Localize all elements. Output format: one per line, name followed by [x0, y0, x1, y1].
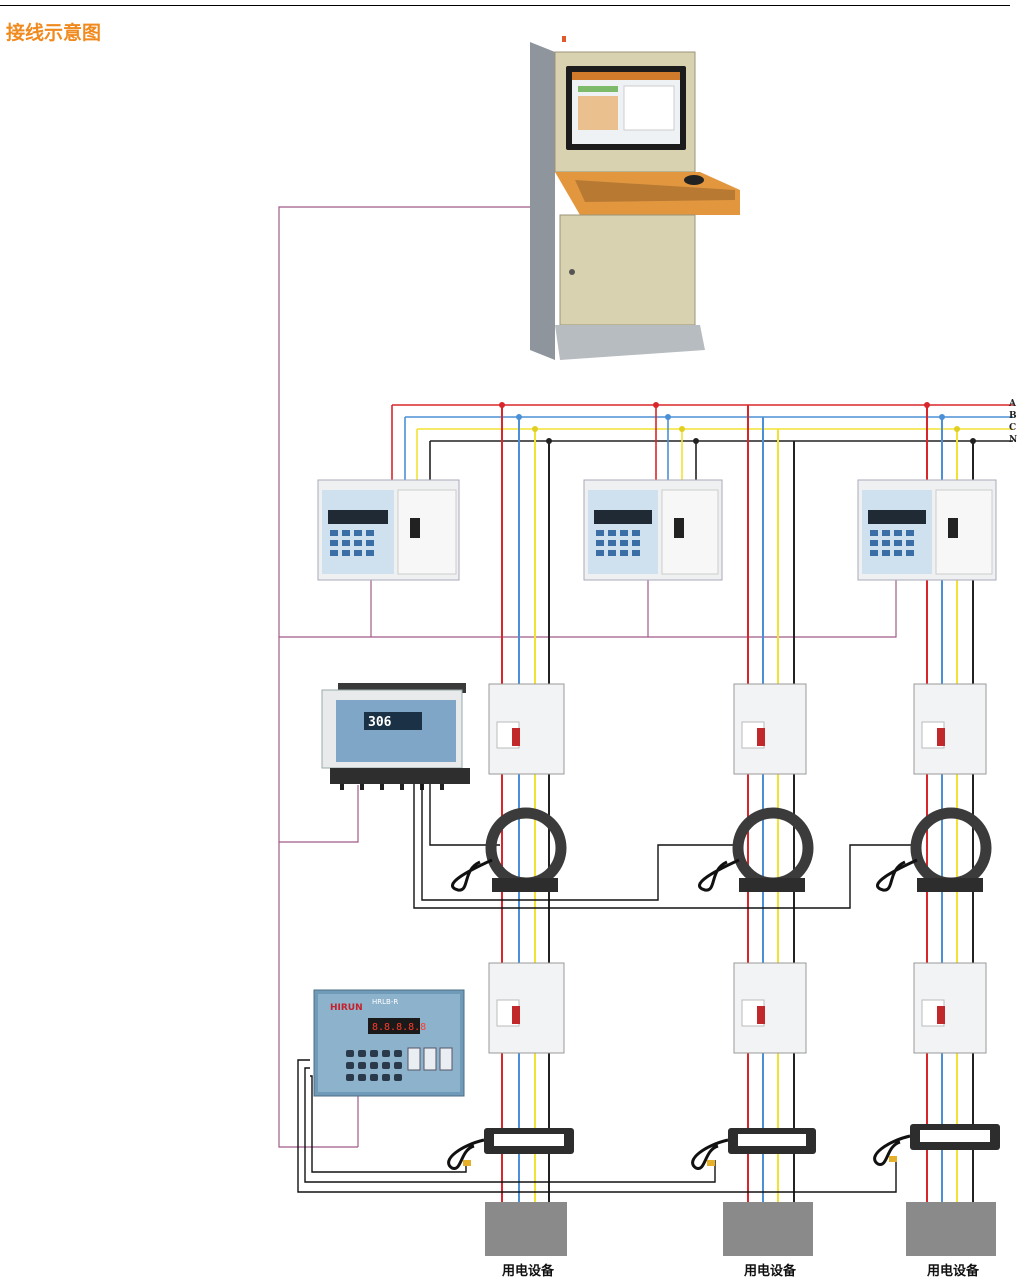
bus-junctions	[499, 402, 976, 444]
breaker-upper-2	[733, 683, 807, 775]
load-label-2: 用电设备	[743, 1264, 796, 1279]
ring-ct-1	[450, 807, 567, 892]
breaker-upper-3	[913, 683, 987, 775]
detector-display: 306	[368, 715, 392, 730]
ct-wiring-upper	[413, 784, 912, 909]
panel-brand: HIRUN	[330, 1003, 363, 1013]
ring-ct-2	[697, 807, 814, 892]
phase-label-b: B	[1009, 411, 1017, 421]
phase-label-a: A	[1009, 399, 1016, 409]
monitoring-panel: HIRUN HRLB-R 8.8.8.8.8	[313, 989, 465, 1097]
top-divider	[0, 5, 1010, 6]
phase-label-n: N	[1009, 435, 1018, 445]
breaker-lower-1	[488, 962, 565, 1054]
bus-bars	[391, 404, 1013, 482]
signal-wiring	[278, 206, 897, 1148]
breaker-lower-3	[913, 962, 987, 1054]
rect-ct-2	[691, 1128, 816, 1170]
breaker-upper-1	[488, 683, 565, 775]
load-label-1: 用电设备	[501, 1264, 554, 1279]
breaker-lower-2	[733, 962, 807, 1054]
rect-ct-1	[447, 1128, 574, 1170]
load-boxes	[485, 1202, 996, 1256]
panel-model: HRLB-R	[372, 998, 398, 1006]
panel-segment-display: 8.8.8.8.8	[372, 1022, 426, 1033]
power-detector-right	[857, 479, 997, 581]
monitoring-cabinet	[530, 36, 740, 360]
load-label-3: 用电设备	[926, 1264, 979, 1279]
rect-ct-3	[873, 1124, 1000, 1166]
phase-label-c: C	[1009, 423, 1017, 433]
page-title: 接线示意图	[6, 22, 102, 44]
power-detector-left	[317, 479, 460, 581]
ct-wiring-lower	[297, 1059, 897, 1193]
fire-monitor-detector: 306	[321, 683, 470, 790]
power-detector-middle	[583, 479, 723, 581]
ring-ct-3	[875, 807, 992, 892]
